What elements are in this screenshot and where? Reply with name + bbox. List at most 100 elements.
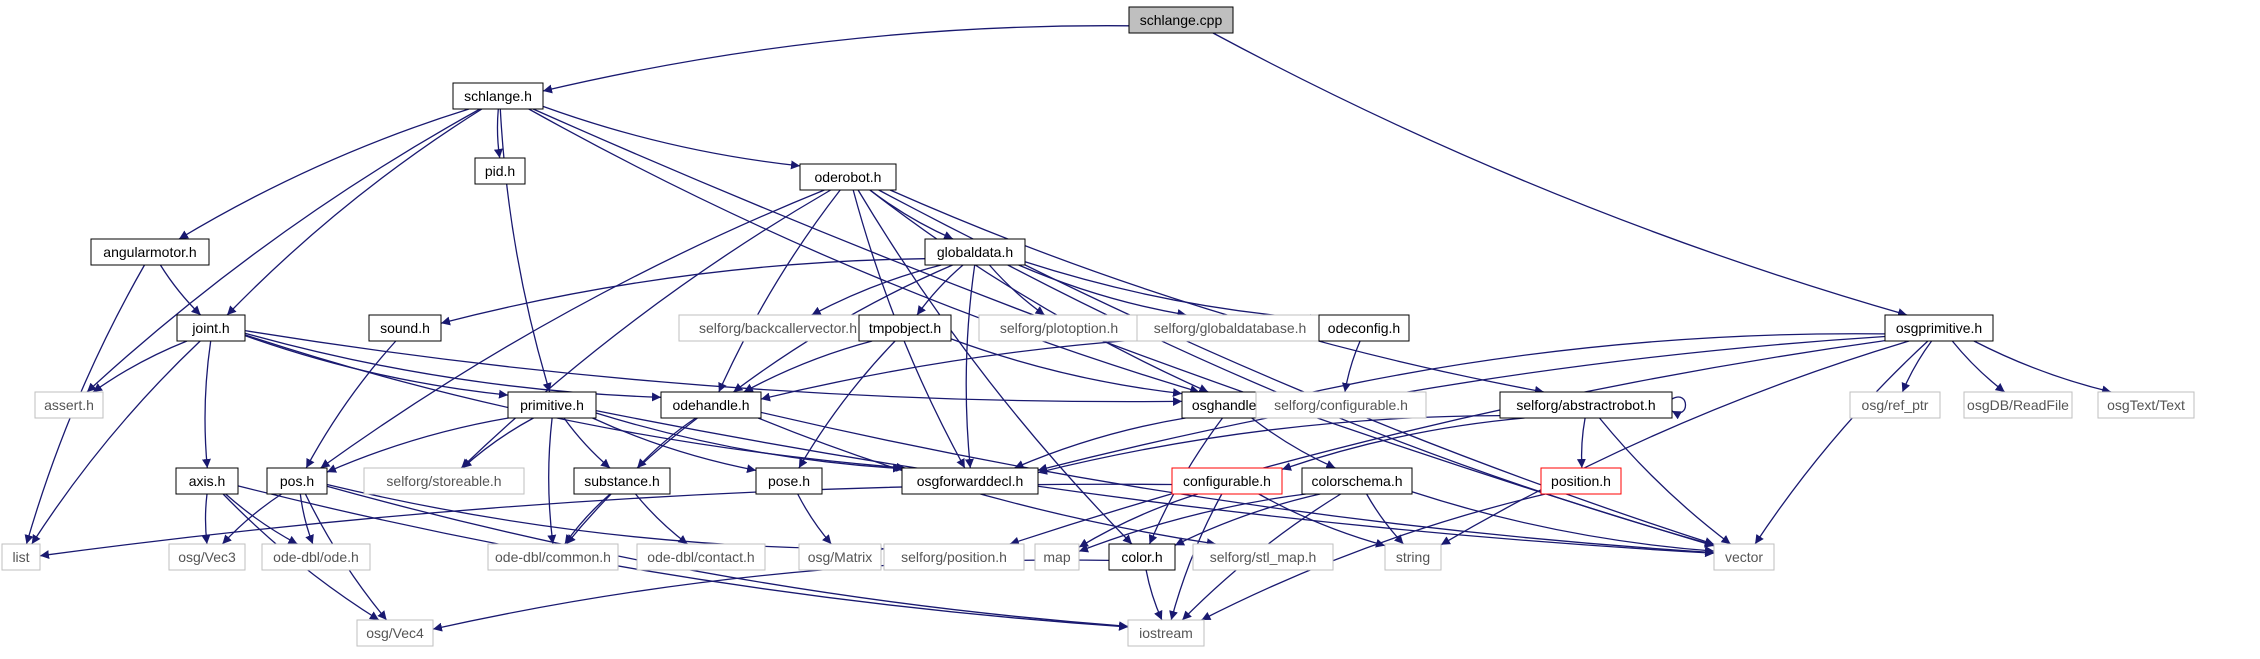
nodes-layer: schlange.cpp schlange.h osgprimitive.h pid.…	[1, 6, 2195, 647]
node-color-h[interactable]: color.h	[1108, 543, 1176, 571]
node-colorschema-h[interactable]: colorschema.h	[1301, 467, 1413, 495]
node-label: selforg/stl_map.h	[1210, 549, 1317, 565]
node-odeconfig-h[interactable]: odeconfig.h	[1318, 314, 1410, 342]
node-label: pose.h	[768, 473, 810, 489]
edge-joint_h-to-list	[31, 340, 201, 545]
node-sound-h[interactable]: sound.h	[368, 314, 442, 342]
edge-odehandle_h-to-stl_map_h	[757, 417, 1216, 548]
node-substance-h[interactable]: substance.h	[573, 467, 671, 495]
edge-globaldata_h-to-sound_h	[440, 258, 926, 326]
node-odehandle-h[interactable]: odehandle.h	[660, 391, 762, 419]
node-primitive-h[interactable]: primitive.h	[507, 391, 597, 419]
node-label: angularmotor.h	[103, 244, 196, 260]
node-osgprimitive-h[interactable]: osgprimitive.h	[1884, 314, 1994, 342]
node-globaldatabase-h[interactable]: selforg/globaldatabase.h	[1136, 314, 1324, 342]
edge-configurable_h-to-string	[1258, 493, 1386, 548]
node-box	[858, 314, 952, 342]
node-oderobot-h[interactable]: oderobot.h	[799, 163, 897, 191]
node-iostream[interactable]: iostream	[1127, 619, 1205, 647]
node-map[interactable]: map	[1034, 543, 1080, 571]
node-ode-dbl-ode-h[interactable]: ode-dbl/ode.h	[261, 543, 371, 571]
node-label: ode-dbl/ode.h	[273, 549, 359, 565]
edge-schlange_cpp-to-schlange_h	[542, 25, 1130, 94]
node-ode-dbl-common-h[interactable]: ode-dbl/common.h	[487, 543, 619, 571]
edge-oderobot_h-to-color_h	[857, 189, 1133, 545]
node-sel-position-h[interactable]: selforg/position.h	[883, 543, 1025, 571]
node-schlange-h[interactable]: schlange.h	[452, 82, 544, 110]
node-box	[1540, 467, 1622, 495]
node-tmpobject-h[interactable]: tmpobject.h	[858, 314, 952, 342]
node-box	[474, 157, 526, 185]
node-vector[interactable]: vector	[1713, 543, 1775, 571]
edge-configurable_h-to-map	[1078, 493, 1199, 548]
node-joint-h[interactable]: joint.h	[176, 314, 246, 342]
node-label: joint.h	[191, 320, 229, 336]
node-sel-configurable-h[interactable]: selforg/configurable.h	[1255, 391, 1427, 419]
edge-colorschema_h-to-color_h	[1174, 493, 1321, 546]
node-osgdb-readfile[interactable]: osgDB/ReadFile	[1963, 391, 2073, 419]
node-label: string	[1396, 549, 1430, 565]
node-position-h[interactable]: position.h	[1540, 467, 1622, 495]
node-box	[1128, 6, 1234, 34]
node-box	[1713, 543, 1775, 571]
edge-globaldata_h-to-odeconfig_h	[1024, 261, 1320, 324]
edge-angularmotor_h-to-joint_h	[159, 264, 202, 316]
edge-substance_h-to-ode_dbl_contact_h	[634, 493, 688, 545]
edge-osgprimitive_h-to-osgtext_text	[1973, 340, 2112, 395]
node-box	[1108, 543, 1176, 571]
node-box	[2097, 391, 2195, 419]
node-label: selforg/abstractrobot.h	[1516, 397, 1655, 413]
node-label: selforg/configurable.h	[1274, 397, 1408, 413]
edge-schlange_h-to-joint_h	[226, 108, 483, 316]
node-box	[798, 543, 882, 571]
node-ode-dbl-contact-h[interactable]: ode-dbl/contact.h	[636, 543, 766, 571]
node-osg-matrix[interactable]: osg/Matrix	[798, 543, 882, 571]
node-pos-h[interactable]: pos.h	[266, 467, 328, 495]
node-axis-h[interactable]: axis.h	[175, 467, 239, 495]
node-angularmotor-h[interactable]: angularmotor.h	[90, 238, 210, 266]
node-list[interactable]: list	[1, 543, 41, 571]
edge-primitive_h-to-storeable_h	[462, 417, 534, 469]
node-box	[1318, 314, 1410, 342]
node-pid-h[interactable]: pid.h	[474, 157, 526, 185]
node-osgforwarddecl-h[interactable]: osgforwarddecl.h	[901, 467, 1039, 495]
node-osg-vec4[interactable]: osg/Vec4	[356, 619, 434, 647]
edge-sound_h-to-pos_h	[305, 340, 397, 469]
edge-odeconfig_h-to-sel_configurable_h	[1341, 340, 1361, 393]
edge-primitive_h-to-osgforwarddecl_h	[595, 412, 903, 473]
node-globaldata-h[interactable]: globaldata.h	[924, 238, 1026, 266]
edge-osgprimitive_h-to-osgdb_readfile	[1951, 340, 2006, 393]
node-schlange-cpp[interactable]: schlange.cpp	[1128, 6, 1234, 34]
edge-primitive_h-to-substance_h	[563, 417, 611, 469]
node-osg-ref-ptr[interactable]: osg/ref_ptr	[1849, 391, 1941, 419]
edge-primitive_h-to-ode_dbl_common_h	[547, 417, 557, 545]
node-label: schlange.cpp	[1140, 12, 1223, 28]
node-label: osg/Vec4	[366, 625, 424, 641]
node-storeable-h[interactable]: selforg/storeable.h	[363, 467, 525, 495]
node-abstractrobot-h[interactable]: selforg/abstractrobot.h	[1499, 391, 1673, 419]
node-box	[34, 391, 104, 419]
node-pose-h[interactable]: pose.h	[755, 467, 823, 495]
edge-globaldata_h-to-tmpobject_h	[916, 264, 964, 316]
node-string[interactable]: string	[1384, 543, 1442, 571]
edge-abstractrobot_h-to-abstractrobot_h	[1671, 396, 1686, 420]
node-assert-h[interactable]: assert.h	[34, 391, 104, 419]
edges-layer	[24, 25, 2112, 632]
edge-color_h-to-iostream	[1145, 569, 1163, 621]
node-stl-map-h[interactable]: selforg/stl_map.h	[1192, 543, 1334, 571]
node-label: map	[1043, 549, 1070, 565]
edge-axis_h-to-iostream	[237, 485, 1129, 631]
node-osgtext-text[interactable]: osgText/Text	[2097, 391, 2195, 419]
node-plotoption-h[interactable]: selforg/plotoption.h	[978, 314, 1140, 342]
node-label: axis.h	[189, 473, 226, 489]
node-box	[1963, 391, 2073, 419]
edge-joint_h-to-odehandle_h	[244, 332, 662, 402]
node-label: list	[12, 549, 29, 565]
node-box	[1034, 543, 1080, 571]
node-osg-vec3[interactable]: osg/Vec3	[168, 543, 246, 571]
node-configurable-h[interactable]: configurable.h	[1171, 467, 1283, 495]
node-backcallervector-h[interactable]: selforg/backcallervector.h	[678, 314, 878, 342]
node-box	[978, 314, 1140, 342]
node-label: ode-dbl/contact.h	[647, 549, 754, 565]
